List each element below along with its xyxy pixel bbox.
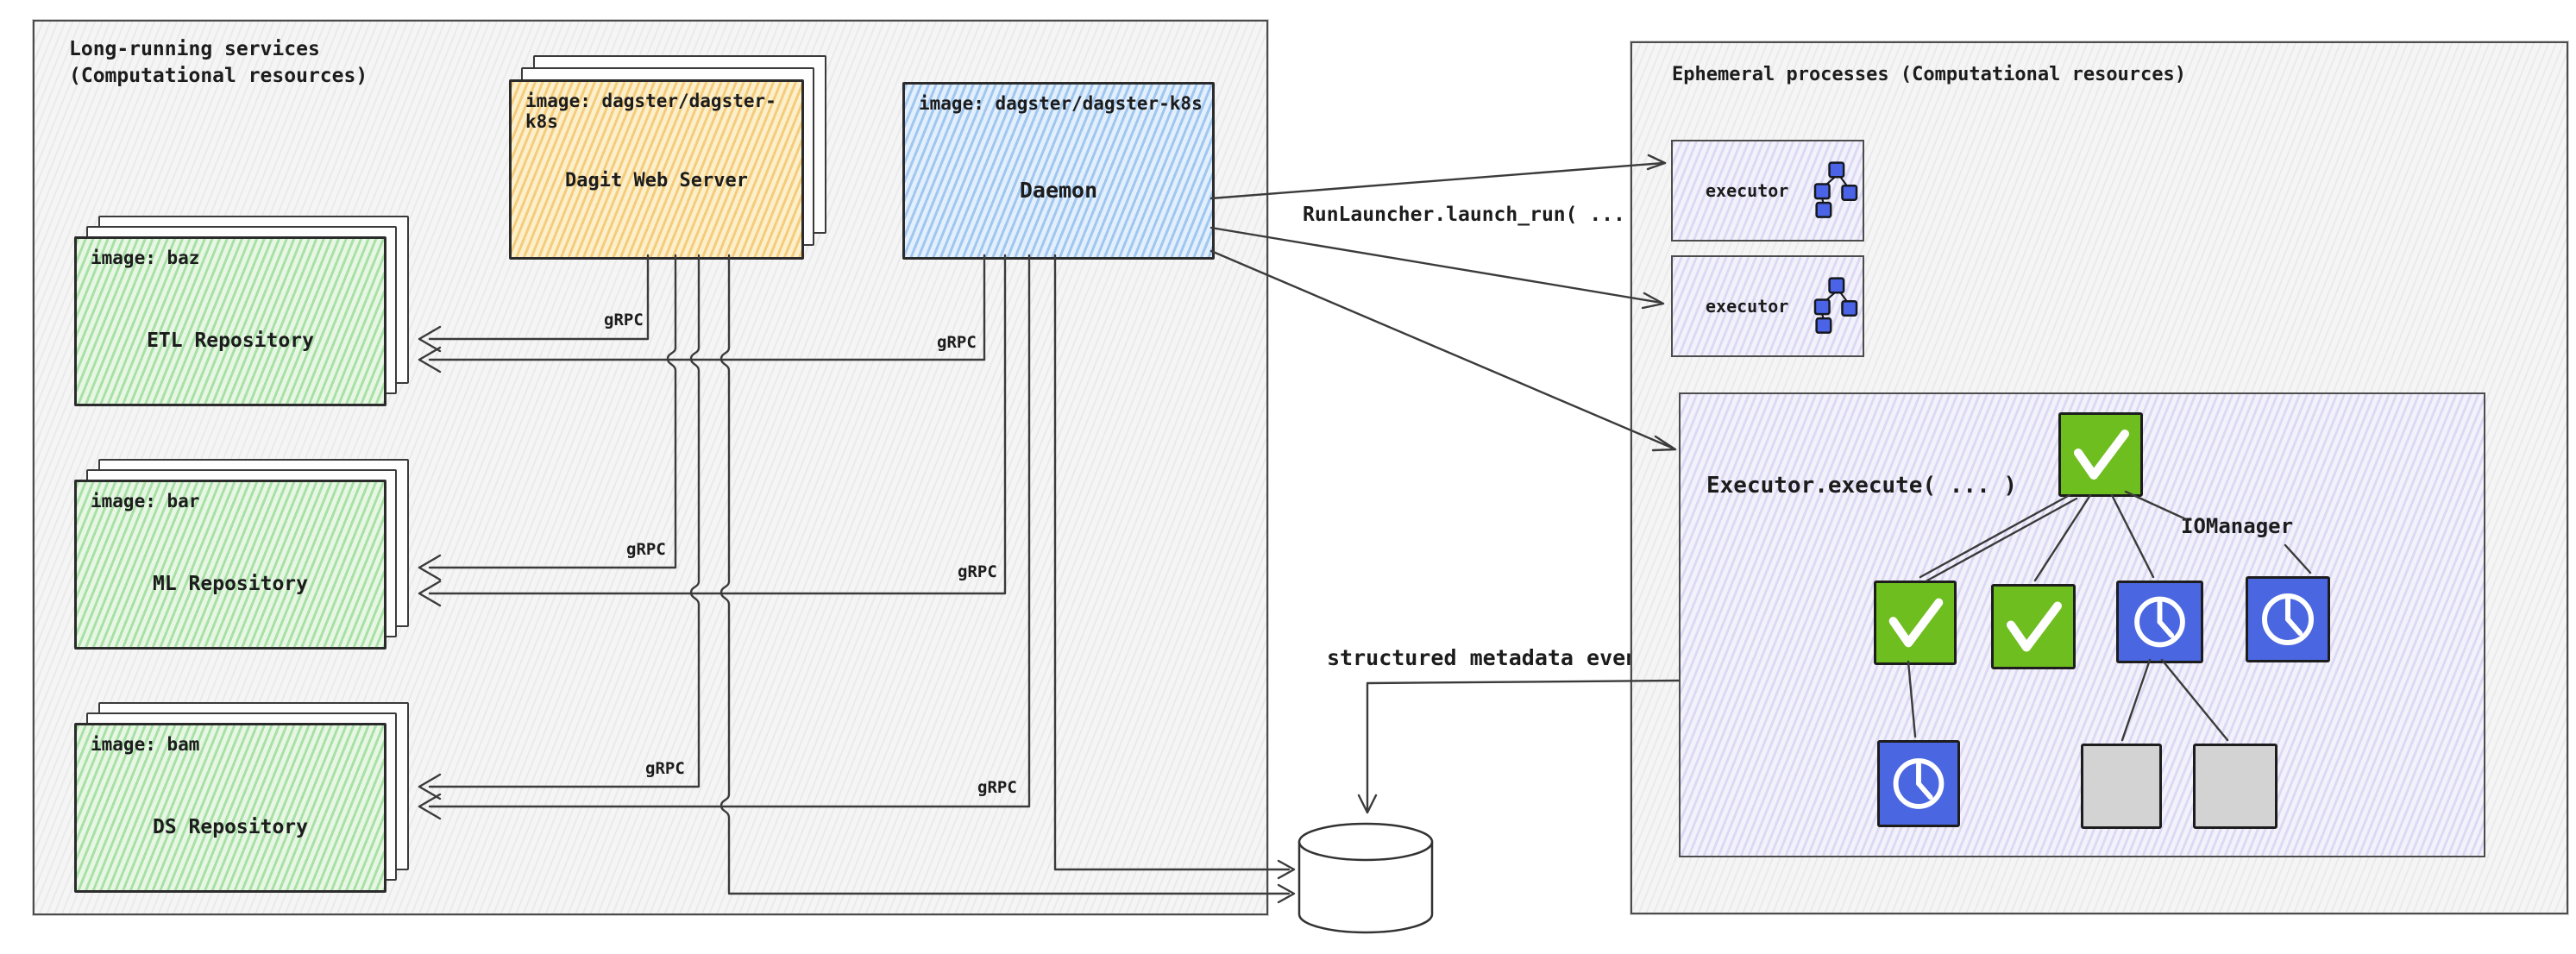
daemon-image-header: image: dagster/dagster-k8s bbox=[919, 93, 1203, 114]
dagit-label: Dagit Web Server bbox=[565, 170, 748, 191]
arrowhead bbox=[1277, 859, 1296, 880]
step-node-waiting bbox=[2246, 576, 2330, 662]
execute-arrow bbox=[1209, 249, 1675, 450]
executor-execute-label: Executor.execute( ... ) bbox=[1706, 473, 2018, 499]
daemon-card: image: dagster/dagster-k8s Daemon bbox=[902, 82, 1215, 260]
executor-label: executor bbox=[1706, 296, 1789, 317]
grpc-edge-label: gRPC bbox=[604, 311, 644, 330]
executor-box: executor bbox=[1671, 140, 1864, 242]
run-launch-arrow bbox=[1209, 161, 1665, 200]
arrowhead bbox=[1357, 794, 1378, 814]
database-label: Database bbox=[1321, 863, 1411, 886]
etl-repository-card: image: baz ETL Repository bbox=[74, 236, 386, 406]
step-node-pending bbox=[2193, 744, 2278, 829]
grpc-edge-label: gRPC bbox=[645, 759, 685, 778]
metadata-events-label: structured metadata events bbox=[1327, 645, 1665, 670]
ml-repository-card: image: bar ML Repository bbox=[74, 480, 386, 650]
repo-image-header: image: baz bbox=[91, 248, 200, 268]
dagit-web-server-card: image: dagster/dagster-k8s Dagit Web Ser… bbox=[509, 79, 804, 260]
check-icon bbox=[2074, 430, 2129, 480]
iomanager-label: IOManager bbox=[2181, 514, 2294, 538]
repo-image-header: image: bam bbox=[91, 734, 200, 755]
clock-icon bbox=[2134, 596, 2185, 648]
repo-image-header: image: bar bbox=[91, 491, 200, 512]
step-node-success bbox=[1874, 581, 1957, 665]
ds-repository-card: image: bam DS Repository bbox=[74, 723, 386, 893]
step-node-success bbox=[1991, 584, 2076, 669]
daemon-label: Daemon bbox=[1019, 178, 1098, 203]
check-icon bbox=[1888, 598, 1944, 648]
right-panel-title: Ephemeral processes (Computational resou… bbox=[1672, 64, 2187, 85]
step-node-waiting bbox=[2116, 581, 2203, 663]
step-node-pending bbox=[2081, 744, 2162, 829]
grpc-edge-label: gRPC bbox=[937, 333, 977, 352]
executor-box: executor bbox=[1671, 255, 1864, 357]
dagit-image-header: image: dagster/dagster-k8s bbox=[525, 91, 776, 132]
arrowhead bbox=[1277, 883, 1296, 904]
step-node-waiting bbox=[1877, 740, 1960, 827]
grpc-edge-label: gRPC bbox=[958, 562, 997, 581]
run-launch-arrow bbox=[1209, 226, 1663, 304]
check-icon bbox=[2007, 601, 2062, 652]
grpc-edge-label: gRPC bbox=[977, 778, 1017, 797]
clock-icon bbox=[2262, 593, 2314, 645]
dag-icon bbox=[1814, 161, 1858, 218]
dag-icon bbox=[1814, 277, 1858, 334]
run-launcher-label: RunLauncher.launch_run( ... ) bbox=[1303, 204, 1649, 226]
repo-label: ETL Repository bbox=[147, 330, 314, 352]
left-panel-title: Long-running services (Computational res… bbox=[69, 38, 368, 88]
repo-label: ML Repository bbox=[152, 573, 308, 595]
grpc-edge-label: gRPC bbox=[626, 540, 666, 559]
clock-icon bbox=[1893, 758, 1945, 809]
repo-label: DS Repository bbox=[152, 816, 308, 838]
executor-label: executor bbox=[1706, 180, 1789, 201]
step-node-success bbox=[2058, 412, 2143, 497]
